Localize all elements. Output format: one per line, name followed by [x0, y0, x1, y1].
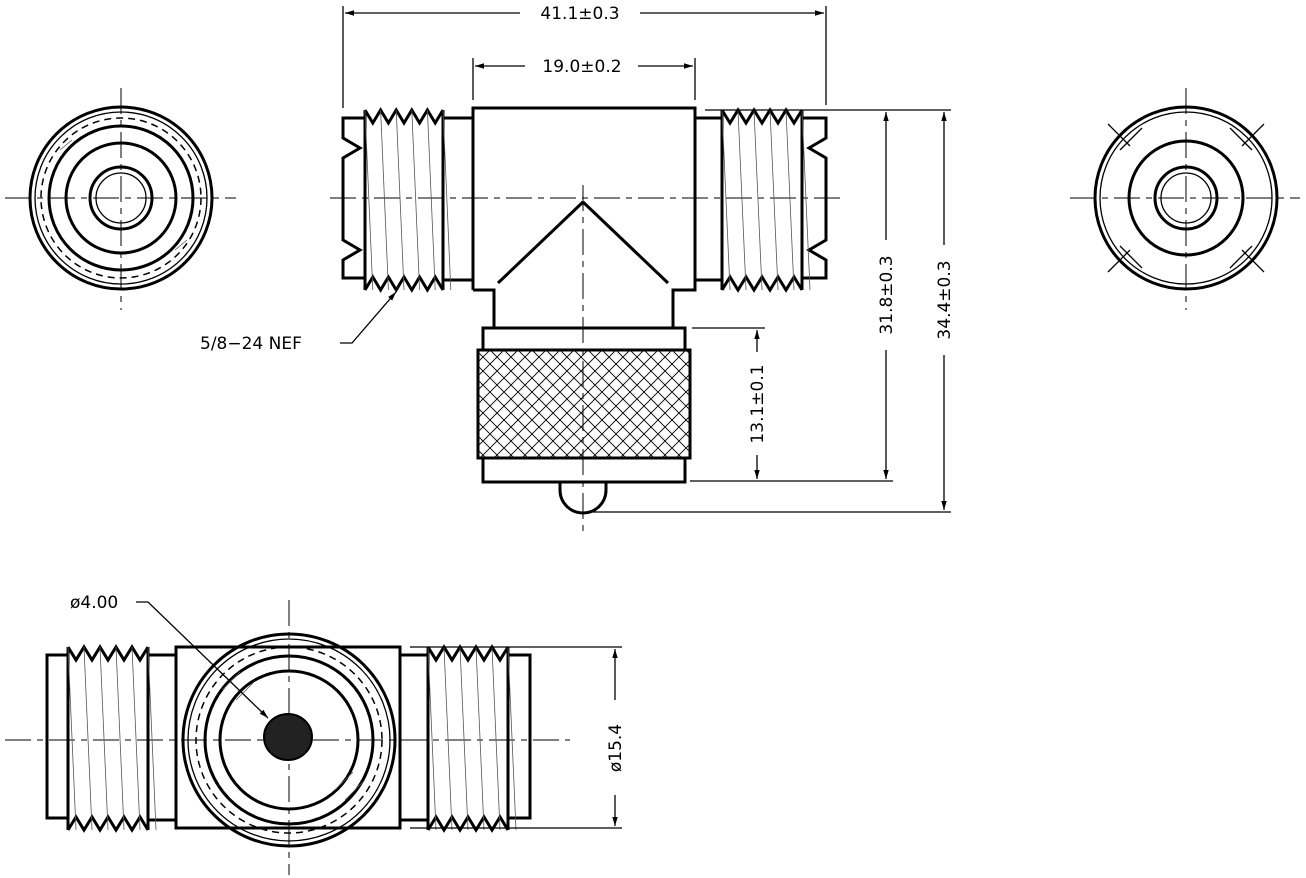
thread-label: 5/8−24 NEF	[200, 334, 302, 354]
thread-callout: 5/8−24 NEF	[200, 291, 397, 354]
thread-line	[443, 646, 453, 831]
thread-line	[115, 646, 125, 831]
thread-line	[737, 109, 747, 291]
thread-line	[364, 109, 374, 291]
thread-line	[83, 646, 93, 831]
dimension-plug-length: 13.1±0.1	[692, 327, 768, 479]
dimension-body-width: 19.0±0.2	[472, 57, 696, 100]
thread-line	[427, 646, 437, 831]
thread-line	[721, 109, 731, 291]
thread-line	[147, 646, 157, 831]
thread-line	[442, 109, 452, 291]
thread-line	[411, 109, 420, 291]
dim-label: 19.0±0.2	[542, 57, 621, 77]
thread-line	[395, 109, 405, 291]
thread-line	[507, 646, 517, 831]
dimension-pin-diameter: ø4.00	[70, 593, 269, 719]
right-end-view	[1070, 88, 1300, 310]
thread-line	[753, 109, 763, 291]
dim-label: ø15.4	[606, 724, 626, 772]
top-view	[5, 600, 570, 875]
thread-outline	[363, 274, 445, 293]
thread-line	[801, 109, 811, 291]
thread-line	[475, 646, 485, 831]
center-pin	[263, 713, 313, 761]
thread-line	[380, 109, 389, 291]
thread-line	[459, 646, 469, 831]
dimension-overall-length: 41.1±0.3	[342, 4, 827, 108]
thread-line	[491, 646, 501, 831]
thread-outline	[363, 107, 445, 126]
dim-label: 41.1±0.3	[540, 4, 619, 24]
dim-label: 34.4±0.3	[935, 260, 955, 339]
thread-line	[785, 109, 795, 291]
thread-outline	[66, 814, 150, 833]
thread-line	[131, 646, 141, 831]
thread-outline	[426, 644, 510, 663]
knurled-nut	[476, 348, 692, 460]
dimension-overall-height: 34.4±0.3	[590, 109, 955, 513]
dimension-height-shoulder: 31.8±0.3	[690, 109, 897, 482]
thread-line	[99, 646, 109, 831]
dim-label: 31.8±0.3	[877, 255, 897, 334]
thread-outline	[720, 107, 804, 126]
thread-line	[769, 109, 779, 291]
thread-line	[427, 109, 436, 291]
thread-outline	[720, 274, 804, 293]
front-view	[330, 106, 840, 532]
left-end-view	[5, 88, 236, 310]
dim-label: ø4.00	[70, 593, 118, 613]
thread-line	[67, 646, 77, 831]
dimension-body-diameter: ø15.4	[410, 646, 626, 829]
dim-label: 13.1±0.1	[748, 364, 768, 443]
thread-outline	[66, 644, 150, 663]
thread-outline	[426, 814, 510, 833]
